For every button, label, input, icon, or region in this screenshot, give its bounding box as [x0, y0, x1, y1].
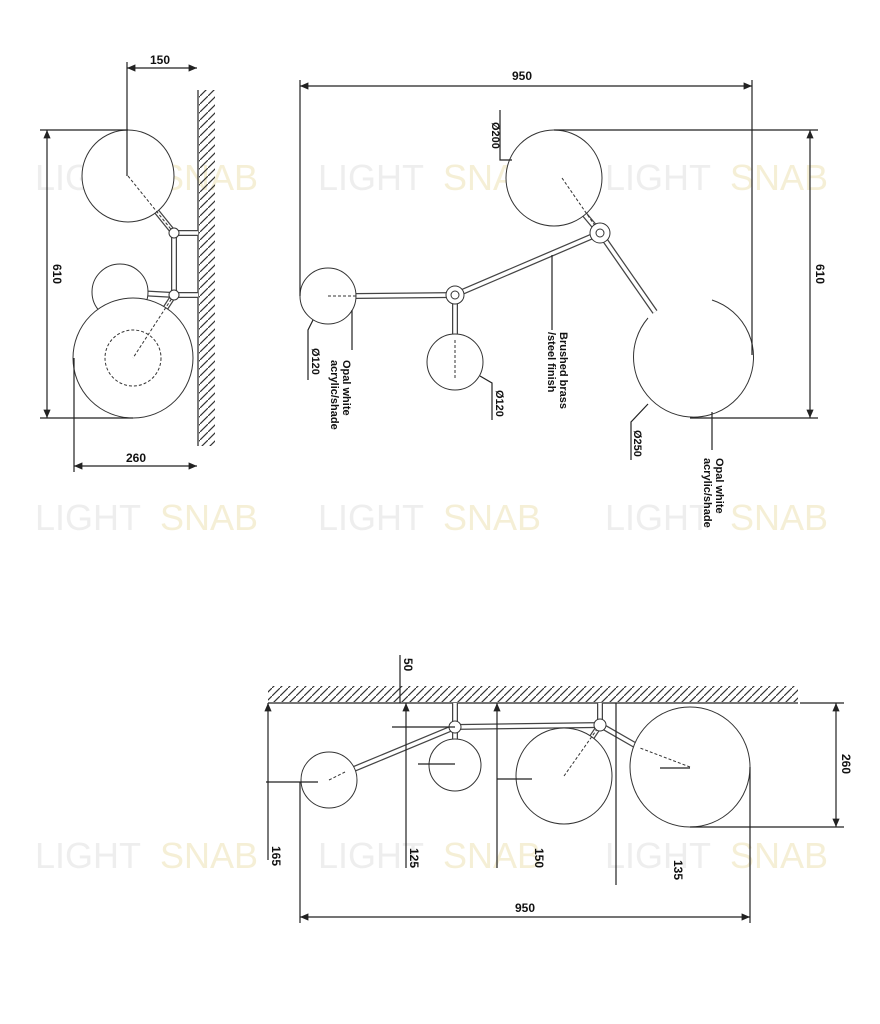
drop-3: 150: [532, 848, 546, 868]
drop-1: 165: [269, 846, 283, 866]
dim-width: 260: [126, 451, 146, 465]
svg-text:LIGHT: LIGHT: [605, 157, 711, 198]
watermark: LIGHT SNAB: [35, 497, 258, 538]
watermark: LIGHT SNAB: [605, 497, 828, 538]
dim-width: 950: [512, 69, 532, 83]
dim-height: 260: [839, 754, 853, 774]
svg-text:SNAB: SNAB: [160, 835, 258, 876]
label-arm-2: /steel finish: [545, 332, 557, 393]
dim-width: 950: [515, 901, 535, 915]
ceiling-hatch: [268, 686, 798, 702]
shade-250: [633, 299, 755, 418]
label-d250: Ø250: [631, 430, 643, 457]
drop-4: 135: [671, 860, 685, 880]
dim-height: 610: [50, 264, 64, 284]
label-d200: Ø200: [489, 122, 501, 149]
drop-2: 125: [407, 848, 421, 868]
label-d120-left: Ø120: [309, 348, 321, 375]
svg-text:SNAB: SNAB: [730, 157, 828, 198]
watermark: LIGHT SNAB: [318, 497, 541, 538]
svg-text:LIGHT: LIGHT: [318, 157, 424, 198]
label-shade-right-1: Opal white: [713, 458, 725, 514]
svg-text:LIGHT: LIGHT: [35, 835, 141, 876]
svg-text:SNAB: SNAB: [730, 835, 828, 876]
label-d120-mid: Ø120: [493, 390, 505, 417]
top-view: 950 610 Ø200 Ø120 Opal white acrylic/sha…: [299, 69, 827, 528]
shade-2: [428, 738, 482, 792]
svg-text:SNAB: SNAB: [160, 497, 258, 538]
svg-text:LIGHT: LIGHT: [605, 835, 711, 876]
svg-text:SNAB: SNAB: [443, 497, 541, 538]
label-shade-left-2: acrylic/shade: [328, 360, 340, 430]
svg-text:LIGHT: LIGHT: [35, 497, 141, 538]
label-shade-right-2: acrylic/shade: [701, 458, 713, 528]
dim-height: 610: [813, 264, 827, 284]
front-view: 50 165 125 150 135 260 950: [264, 655, 853, 923]
svg-text:LIGHT: LIGHT: [318, 497, 424, 538]
shade-200: [505, 129, 603, 227]
wall-hatch: [199, 90, 215, 446]
dim-canopy: 50: [401, 658, 415, 672]
watermark: LIGHT SNAB: [605, 157, 828, 198]
label-shade-left-1: Opal white: [340, 360, 352, 416]
svg-text:LIGHT: LIGHT: [605, 497, 711, 538]
watermark: LIGHT SNAB: [35, 835, 258, 876]
svg-text:SNAB: SNAB: [730, 497, 828, 538]
svg-text:SNAB: SNAB: [443, 835, 541, 876]
dim-depth: 150: [150, 53, 170, 67]
label-arm-1: Brushed brass: [557, 332, 569, 409]
watermark: LIGHT SNAB: [605, 835, 828, 876]
side-view: 150 610 260: [40, 53, 215, 472]
